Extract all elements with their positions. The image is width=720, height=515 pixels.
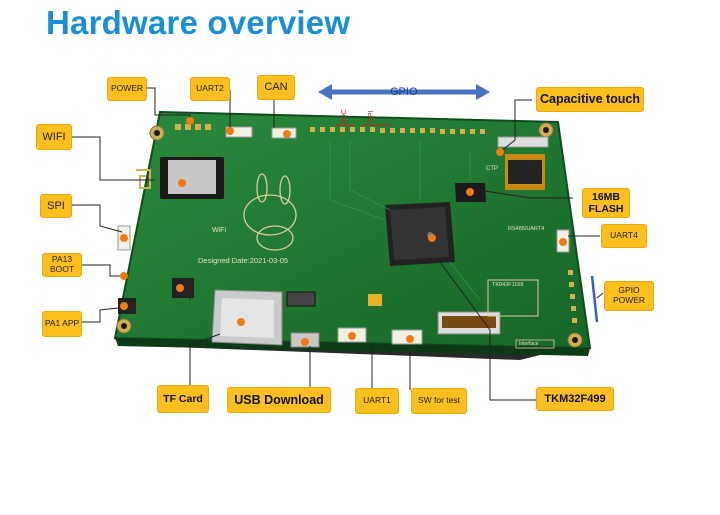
page-title: Hardware overview (46, 4, 351, 41)
model-silk: TK043F1168 (492, 282, 524, 288)
sw-for-test-callout: SW for test (411, 388, 467, 414)
uart1-callout: UART1 (355, 388, 399, 414)
ctp-silk: CTP (486, 166, 498, 172)
model-table (487, 279, 539, 317)
spi-pin-label: SPI (368, 110, 375, 122)
wifi-module (136, 157, 224, 199)
wifi-callout: WIFI (36, 124, 72, 150)
interface-silk: Interface (519, 341, 539, 347)
ctp-connector (497, 136, 549, 190)
rs485-silk: RS485/UART4 (508, 226, 545, 232)
tf-card-slot (211, 289, 283, 346)
capacitor (368, 294, 382, 306)
power-callout: POWER (107, 77, 147, 101)
top-header-pads (175, 124, 485, 134)
spi-callout: SPI (40, 194, 72, 218)
interface-box (515, 339, 555, 349)
gpio-power-bar (590, 275, 599, 323)
capacitive-touch-callout: Capacitive touch (536, 87, 644, 112)
gpio-arrow (318, 84, 490, 100)
lcd-connector (437, 311, 501, 335)
can-callout: CAN (257, 75, 295, 100)
usb-download-callout: USB Download (227, 387, 331, 413)
traces (329, 140, 481, 301)
uart2-callout: UART2 (190, 77, 230, 101)
pa1-app-callout: PA1 APP (42, 311, 82, 337)
pa13-boot-callout: PA13 BOOT (42, 253, 82, 277)
uart4-callout: UART4 (601, 224, 647, 248)
mcu-chip (385, 202, 455, 266)
tkm32-callout: TKM32F499 (536, 387, 614, 411)
tf-card-callout: TF Card (157, 385, 209, 413)
gpio-power-callout: GPIO POWER (604, 281, 654, 311)
right-header-pads (568, 270, 577, 323)
pointer-dots (120, 117, 567, 346)
flash-callout: 16MB FLASH (582, 188, 630, 218)
gpio-label: GPIO (390, 86, 418, 98)
adc-label: ADC (341, 109, 348, 124)
wifi-silk: WiFi (212, 227, 226, 234)
switch (286, 291, 316, 307)
designed-date-silk: Designed Date:2021-03-05 (198, 256, 289, 265)
rabbit-silkscreen (243, 173, 297, 251)
